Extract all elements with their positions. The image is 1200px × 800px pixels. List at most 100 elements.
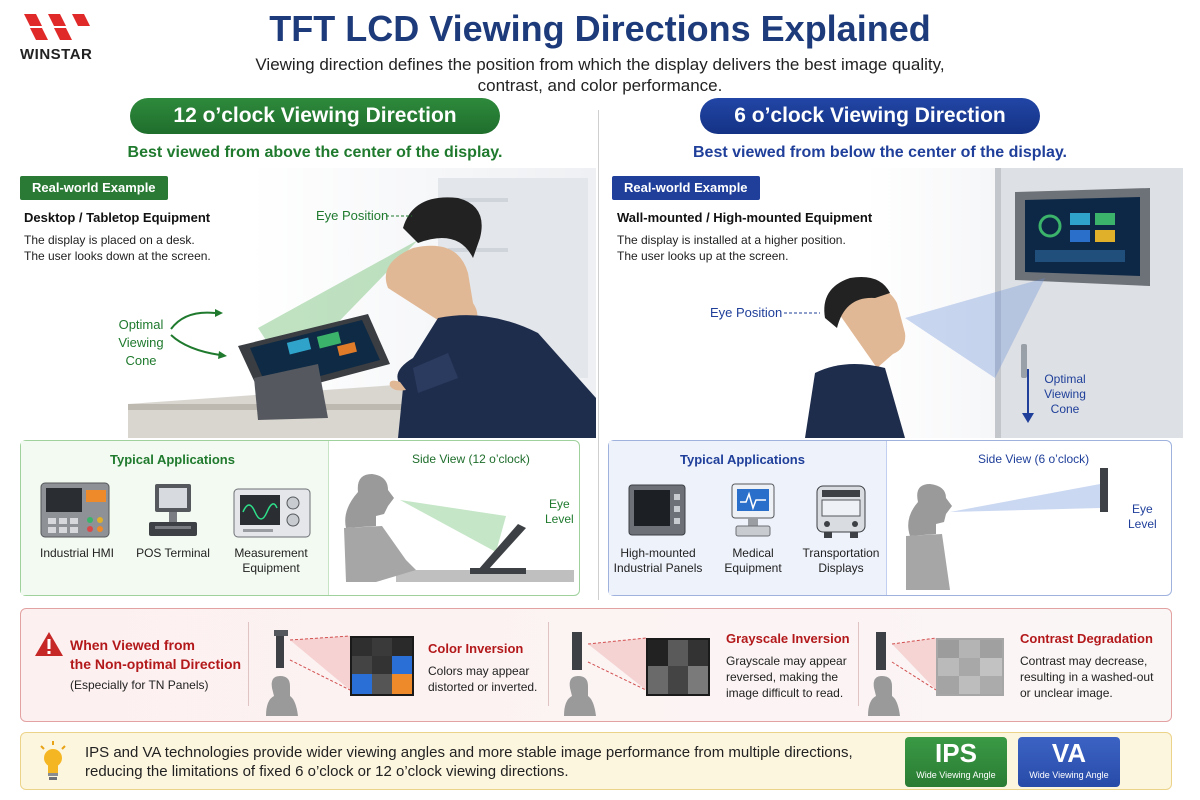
app-medical-label: Medical Equipment [708, 546, 798, 576]
right-eye-level-line-1: Eye [1132, 502, 1153, 516]
section-divider [598, 110, 599, 600]
va-badge: VA Wide Viewing Angle [1018, 737, 1120, 787]
app-label-line-1: POS Terminal [136, 546, 210, 560]
effect-desc-line-3: or unclear image. [1020, 686, 1113, 700]
transportation-display-icon [816, 485, 866, 538]
subtitle-line-1: Viewing direction defines the position f… [255, 55, 945, 74]
right-cone-line-2: Viewing [1044, 387, 1086, 401]
left-example-title: Desktop / Tabletop Equipment [24, 210, 211, 225]
color-inversion-desc: Colors may appear distorted or inverted. [428, 663, 537, 695]
app-high-mounted-label: High-mounted Industrial Panels [612, 546, 704, 576]
color-inversion-diagram-icon [266, 630, 414, 716]
logo-text: WINSTAR [20, 46, 93, 63]
desktop-scene-icon [128, 178, 596, 438]
ips-va-note-text: IPS and VA technologies provide wider vi… [85, 743, 895, 781]
app-label-line-1: Industrial HMI [39, 546, 115, 560]
right-example-line-1: The display is installed at a higher pos… [617, 233, 846, 247]
app-transportation-label: Transportation Displays [796, 546, 886, 576]
right-cone-line-3: Cone [1050, 402, 1080, 416]
warning-title-line-2: the Non-optimal Direction [70, 656, 242, 672]
effect-desc-line-2: resulting in a washed-out [1020, 670, 1154, 684]
right-applications-heading: Typical Applications [680, 452, 805, 467]
left-example-line-1: The display is placed on a desk. [24, 233, 195, 247]
warning-triangle-icon [35, 632, 63, 656]
app-label-line-2: Equipment [724, 561, 782, 575]
left-side-view-diagram-icon [344, 474, 574, 582]
left-eye-level-line-1: Eye [549, 497, 570, 511]
ips-caption: Wide Viewing Angle [916, 770, 996, 780]
left-cone-label: Optimal Viewing Cone [116, 316, 166, 370]
effect-desc-line-1: Colors may appear [428, 664, 530, 678]
app-label-line-2: Displays [818, 561, 864, 575]
right-side-view-title: Side View (6 o’clock) [978, 452, 1090, 466]
left-applications-heading: Typical Applications [110, 452, 235, 467]
left-eye-position-leader-icon [386, 215, 412, 217]
contrast-degradation-title: Contrast Degradation [1020, 631, 1153, 646]
industrial-hmi-icon [40, 482, 110, 538]
left-cone-line-2: Viewing [118, 335, 164, 350]
medical-equipment-icon [731, 483, 775, 537]
measurement-equipment-icon [233, 488, 311, 538]
right-example-line-2: The user looks up at the screen. [617, 249, 789, 263]
effect-desc-line-3: image difficult to read. [726, 686, 844, 700]
subtitle-line-2: contrast, and color performance. [477, 76, 723, 95]
effect-desc-line-1: Contrast may decrease, [1020, 654, 1148, 668]
high-mounted-panel-icon [628, 484, 686, 536]
left-eye-level-label: Eye Level [545, 497, 574, 527]
app-label-line-1: Medical [732, 546, 774, 560]
left-eye-level-line-2: Level [545, 512, 574, 526]
right-eye-level-line-2: Level [1128, 517, 1157, 531]
warning-title: When Viewed from the Non-optimal Directi… [70, 636, 241, 674]
left-side-view-title: Side View (12 o’clock) [412, 452, 530, 466]
warning-separator-2 [548, 622, 549, 706]
right-side-view-diagram-icon [906, 468, 1108, 590]
lightbulb-icon [40, 741, 66, 780]
right-real-world-badge: Real-world Example [612, 176, 760, 200]
right-eye-level-label: Eye Level [1128, 502, 1157, 532]
pos-terminal-icon [149, 484, 197, 536]
warning-separator-1 [248, 622, 249, 706]
app-industrial-hmi-label: Industrial HMI [32, 546, 122, 561]
app-label-line-2: Industrial Panels [613, 561, 703, 575]
page-subtitle: Viewing direction defines the position f… [160, 54, 1040, 96]
left-cone-line-1: Optimal [118, 317, 164, 332]
desktop-scene-illustration [18, 168, 596, 438]
right-eye-position-leader-icon [784, 312, 820, 314]
grayscale-inversion-diagram-icon [564, 632, 710, 716]
left-cone-line-3: Cone [125, 353, 157, 368]
effect-desc-line-1: Grayscale may appear [726, 654, 847, 668]
ips-label: IPS [935, 738, 977, 768]
six-oclock-heading: 6 o’clock Viewing Direction [700, 98, 1040, 134]
right-cone-arrow-icon [1022, 369, 1034, 423]
left-cone-arc-arrow-icon [170, 309, 227, 359]
note-line-2: reducing the limitations of fixed 6 o’cl… [85, 763, 569, 780]
page-title: TFT LCD Viewing Directions Explained [269, 8, 931, 49]
twelve-oclock-tagline: Best viewed from above the center of the… [127, 144, 503, 161]
warning-title-line-1: When Viewed from [70, 637, 195, 653]
warning-separator-3 [858, 622, 859, 706]
left-example-line-2: The user looks down at the screen. [24, 249, 211, 263]
winstar-logo: WINSTAR [18, 10, 108, 66]
app-label-line-1: Measurement [234, 546, 308, 560]
app-pos-terminal-label: POS Terminal [128, 546, 218, 561]
note-line-1: IPS and VA technologies provide wider vi… [85, 744, 853, 761]
right-cone-label: Optimal Viewing Cone [1040, 372, 1090, 417]
left-eye-position-label: Eye Position [316, 208, 389, 223]
contrast-degradation-diagram-icon [868, 632, 1004, 716]
va-caption: Wide Viewing Angle [1029, 770, 1109, 780]
right-example-title: Wall-mounted / High-mounted Equipment [617, 210, 873, 225]
twelve-oclock-heading: 12 o’clock Viewing Direction [130, 98, 500, 134]
grayscale-inversion-title: Grayscale Inversion [726, 631, 850, 646]
app-measurement-label: Measurement Equipment [226, 546, 316, 576]
effect-desc-line-2: distorted or inverted. [428, 680, 538, 694]
color-inversion-title: Color Inversion [428, 641, 524, 656]
right-cone-line-1: Optimal [1044, 372, 1086, 386]
app-label-line-1: High-mounted [620, 546, 696, 560]
winstar-logo-mark-icon [24, 14, 90, 40]
ips-badge: IPS Wide Viewing Angle [905, 737, 1007, 787]
app-label-line-2: Equipment [242, 561, 300, 575]
six-oclock-tagline: Best viewed from below the center of the… [692, 144, 1067, 161]
wall-mounted-scene-illustration [605, 168, 1183, 438]
effect-desc-line-2: reversed, making the [726, 670, 839, 684]
app-label-line-1: Transportation [802, 546, 880, 560]
